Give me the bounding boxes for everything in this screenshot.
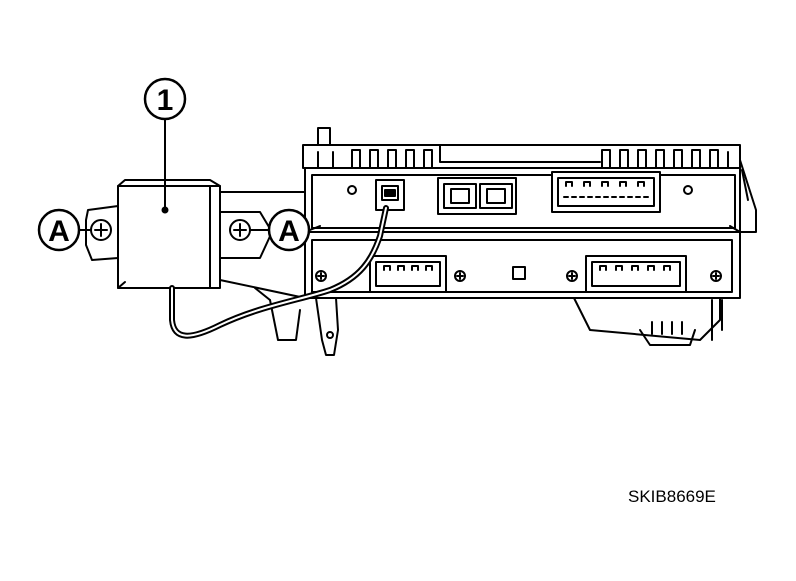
reference-code: SKIB8669E xyxy=(628,487,716,506)
callout-1: 1 xyxy=(143,77,187,211)
lower-left-connector xyxy=(369,255,447,293)
callout-1-label: 1 xyxy=(157,84,174,117)
upper-double-connector xyxy=(437,177,517,215)
main-unit xyxy=(269,127,757,356)
lower-right-connector xyxy=(585,255,687,293)
upper-small-connector xyxy=(375,179,405,211)
callout-a-left-label: A xyxy=(48,215,70,248)
upper-wide-connector xyxy=(551,171,661,213)
callout-a-right-label: A xyxy=(278,215,300,248)
callout-a-left: A xyxy=(37,208,91,252)
module-part-1 xyxy=(85,179,221,289)
callout-a-right: A xyxy=(249,208,311,252)
